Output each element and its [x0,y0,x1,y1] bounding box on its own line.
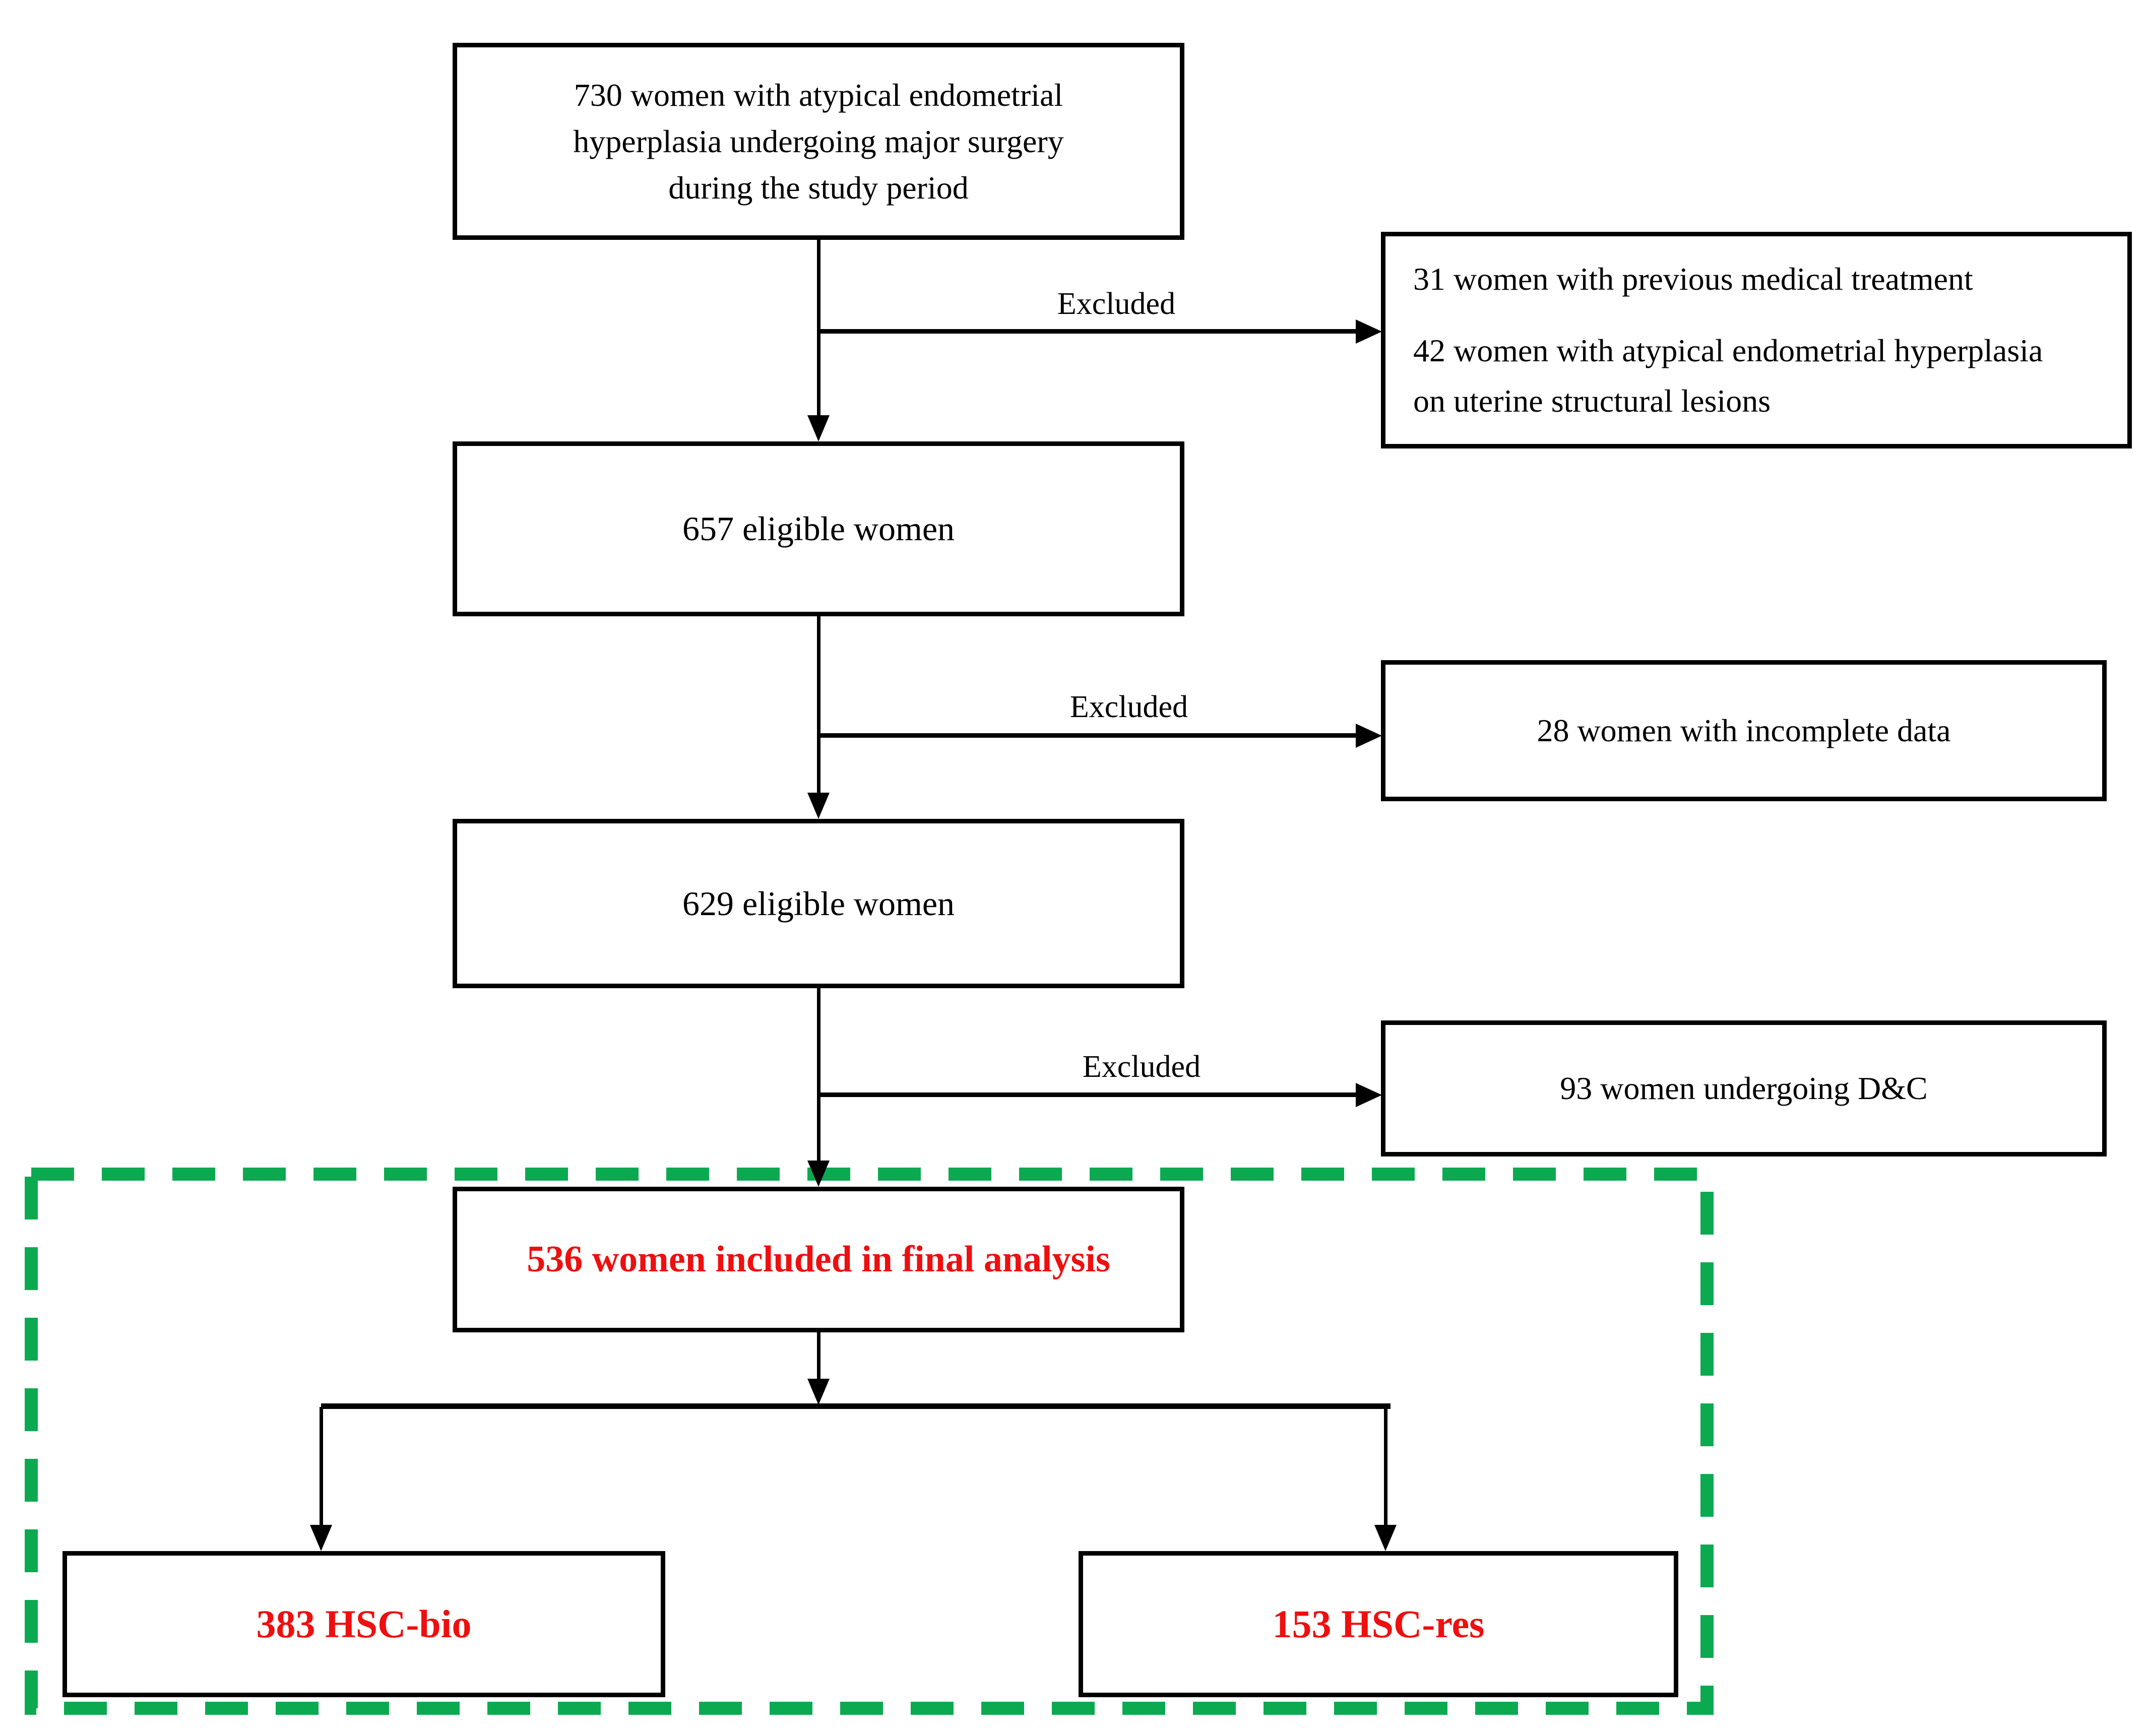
eligible-629-text: 629 eligible women [682,884,955,923]
box-hsc-res: 153 HSC-res [1079,1551,1678,1697]
excluded-label-1: Excluded [1057,287,1176,321]
line-657-to-629 [817,616,820,794]
box-excluded-1: 31 women with previous medical treatment… [1381,232,2132,448]
study-cohort-line-3: during the study period [668,169,969,206]
eligible-657-text: 657 eligible women [682,509,955,548]
line-split-to-hsc-res [1384,1407,1387,1527]
box-eligible-657: 657 eligible women [453,441,1184,616]
arrowhead-into-hsc-bio [310,1525,332,1551]
study-cohort-line-1: 730 women with atypical endometrial [574,77,1063,113]
excluded-2-line-1: 28 women with incomplete data [1537,713,1951,748]
line-629-to-536 [817,988,820,1162]
box-excluded-3: 93 women undergoing D&C [1381,1020,2107,1156]
excluded-1-line-1: 31 women with previous medical treatment [1413,261,1973,297]
arrowhead-into-629 [807,793,830,819]
arrowhead-into-536 [807,1161,830,1187]
final-analysis-text: 536 women included in final analysis [527,1239,1110,1280]
excluded-1-line-2: 42 women with atypical endometrial hyper… [1413,333,2043,368]
excluded-3-line-1: 93 women undergoing D&C [1560,1070,1928,1106]
line-excluded-3 [818,1092,1356,1097]
line-536-to-split [817,1332,820,1383]
arrowhead-into-657 [807,415,830,441]
study-cohort-line-2: hyperplasia undergoing major surgery [573,123,1064,159]
arrowhead-excluded-3 [1356,1083,1382,1107]
excluded-label-3: Excluded [1082,1050,1201,1084]
hsc-bio-text: 383 HSC-bio [256,1602,472,1646]
excluded-label-2: Excluded [1069,690,1188,724]
box-hsc-bio: 383 HSC-bio [62,1551,665,1697]
line-excluded-1 [818,329,1356,334]
split-connector-line [321,1403,1391,1409]
box-study-cohort: 730 women with atypical endometrial hype… [453,43,1184,240]
arrowhead-into-split [807,1379,830,1405]
excluded-1-line-3: on uterine structural lesions [1413,383,1771,419]
box-eligible-629: 629 eligible women [453,819,1184,988]
box-final-analysis: 536 women included in final analysis [453,1187,1184,1332]
box-excluded-2: 28 women with incomplete data [1381,660,2107,801]
hsc-res-text: 153 HSC-res [1272,1602,1485,1646]
line-excluded-2 [818,733,1356,738]
final-analysis-group-outline [25,1168,1714,1715]
green-dashed-rect [25,1168,1714,1715]
arrowhead-excluded-1 [1356,319,1382,344]
line-split-to-hsc-bio [320,1407,323,1527]
arrowhead-excluded-2 [1356,724,1382,748]
arrowhead-into-hsc-res [1374,1525,1397,1551]
